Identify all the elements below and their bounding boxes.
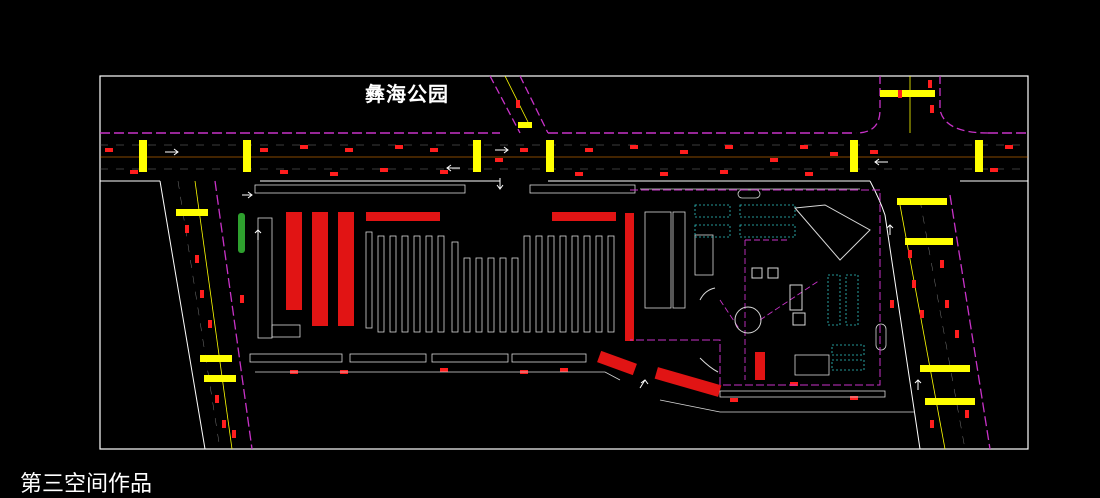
cars xyxy=(105,80,1013,438)
plaza-area xyxy=(630,189,881,386)
white-parking-rows xyxy=(249,189,915,413)
drawing-frame xyxy=(99,75,1029,450)
crosswalk-stripes xyxy=(139,90,983,405)
red-parking-blocks xyxy=(286,212,765,397)
park-label: 彝海公园 xyxy=(365,82,449,106)
footer-caption: 第三空间作品 xyxy=(20,472,153,497)
green-bush-strip xyxy=(238,213,245,253)
right-road xyxy=(869,180,991,450)
left-road xyxy=(159,180,253,450)
tree-groups xyxy=(694,204,865,371)
main-road xyxy=(100,132,1028,182)
top-roads xyxy=(489,75,989,134)
top-parking-strips xyxy=(254,184,860,194)
direction-arrows xyxy=(165,146,922,390)
